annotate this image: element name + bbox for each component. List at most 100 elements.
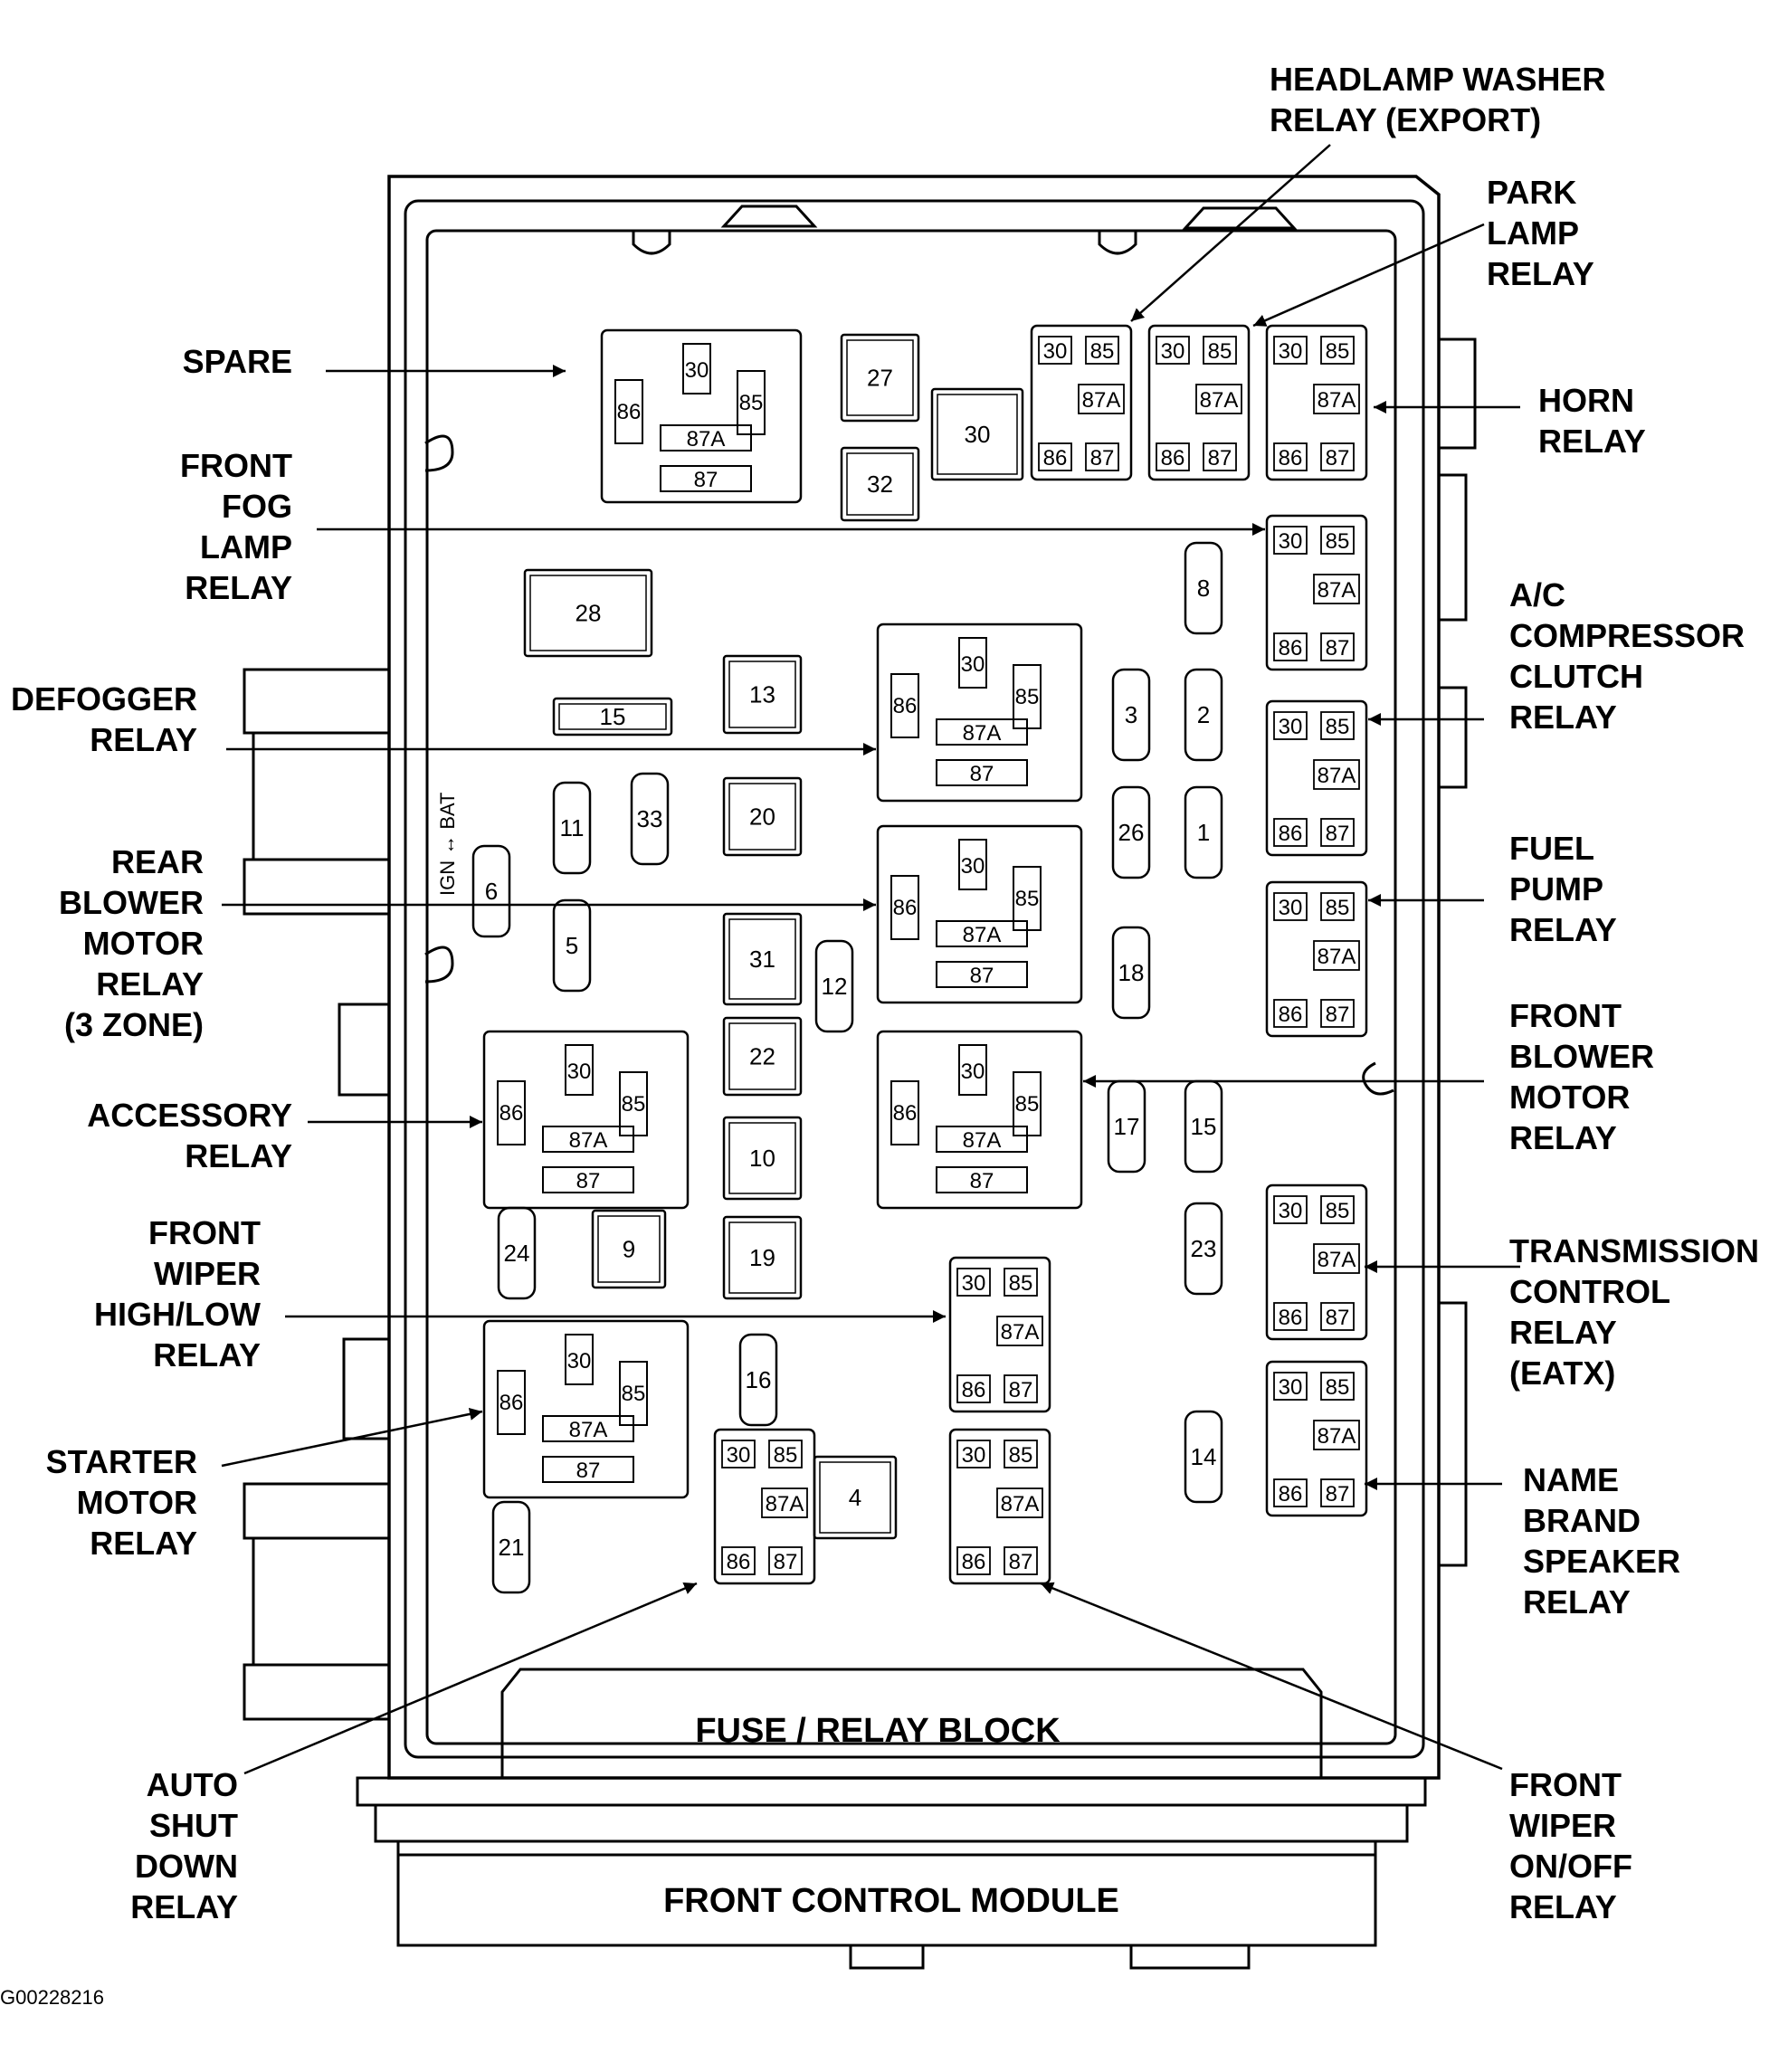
callout-line: (3 ZONE) bbox=[64, 1006, 204, 1043]
fuse: 9 bbox=[591, 1209, 667, 1289]
pin-86: 86 bbox=[1279, 1306, 1303, 1330]
fuse-number: 14 bbox=[1191, 1443, 1217, 1470]
fuse: 30 bbox=[930, 387, 1024, 481]
pin-86: 86 bbox=[1279, 1003, 1303, 1027]
pin-30: 30 bbox=[961, 652, 985, 677]
pin-30: 30 bbox=[1279, 1375, 1303, 1400]
pin-86: 86 bbox=[893, 1101, 918, 1126]
pin-85: 85 bbox=[1015, 1092, 1040, 1117]
pin-86: 86 bbox=[727, 1550, 751, 1574]
pin-87: 87 bbox=[970, 964, 994, 988]
pin-30: 30 bbox=[1279, 896, 1303, 920]
pin-30: 30 bbox=[1279, 1199, 1303, 1223]
fuse: 26 bbox=[1111, 785, 1151, 879]
fuse: 32 bbox=[840, 446, 920, 522]
housing bbox=[243, 175, 1477, 1970]
fuse-number: 9 bbox=[623, 1236, 635, 1263]
leader-headlamp-washer bbox=[1130, 144, 1331, 322]
pin-86: 86 bbox=[499, 1101, 524, 1126]
fuse: 31 bbox=[722, 912, 803, 1006]
pin-30: 30 bbox=[961, 854, 985, 879]
fuse: 22 bbox=[722, 1016, 803, 1097]
pin-30: 30 bbox=[1161, 339, 1185, 364]
callout-line: RELAY bbox=[96, 965, 204, 1003]
fuse: 4 bbox=[813, 1455, 898, 1540]
pin-87: 87 bbox=[1208, 446, 1232, 470]
callout-line: BLOWER bbox=[1509, 1038, 1654, 1075]
fuse-number: 20 bbox=[749, 803, 775, 831]
callout-line: MOTOR bbox=[1509, 1079, 1630, 1116]
fuse: 27 bbox=[840, 333, 920, 423]
fuse: 12 bbox=[814, 939, 854, 1033]
callout-line: REAR bbox=[111, 843, 204, 880]
callout-line: FOG bbox=[222, 488, 292, 525]
pin-85: 85 bbox=[1326, 1199, 1350, 1223]
callout-line: COMPRESSOR bbox=[1509, 617, 1745, 654]
callout-line: FRONT bbox=[148, 1214, 261, 1251]
fuse: 20 bbox=[722, 776, 803, 857]
pin-86: 86 bbox=[1279, 1482, 1303, 1506]
pin-87: 87 bbox=[970, 762, 994, 786]
fuse-number: 10 bbox=[749, 1145, 775, 1172]
pin-86: 86 bbox=[962, 1378, 986, 1402]
fuse-number: 11 bbox=[560, 814, 585, 841]
callout-line: RELAY (EXPORT) bbox=[1270, 101, 1541, 138]
fuse-number: 2 bbox=[1197, 701, 1210, 728]
pin-85: 85 bbox=[1326, 715, 1350, 739]
fuse: 14 bbox=[1184, 1410, 1223, 1504]
callout-line: AUTO bbox=[147, 1766, 238, 1803]
fuse-number: 13 bbox=[749, 681, 775, 708]
callout-line: (EATX) bbox=[1509, 1354, 1615, 1392]
pin-85: 85 bbox=[774, 1443, 798, 1468]
pin-30: 30 bbox=[685, 358, 709, 383]
pin-87: 87 bbox=[1326, 636, 1350, 661]
callout-line: PUMP bbox=[1509, 870, 1603, 908]
pin-87a: 87A bbox=[687, 427, 726, 451]
pin-87a: 87A bbox=[1318, 1424, 1356, 1449]
callout-line: CLUTCH bbox=[1509, 658, 1643, 695]
pin-86: 86 bbox=[617, 400, 642, 424]
callout-line: STARTER bbox=[46, 1443, 197, 1480]
callout-line: RELAY bbox=[90, 721, 197, 758]
pin-87: 87 bbox=[694, 468, 718, 492]
callout-line: WIPER bbox=[154, 1255, 261, 1292]
leader-auto-shutdown bbox=[243, 1582, 698, 1775]
pin-85: 85 bbox=[1326, 339, 1350, 364]
pin-87: 87 bbox=[576, 1459, 601, 1483]
fuse: 17 bbox=[1107, 1079, 1146, 1174]
fuse-number: 16 bbox=[746, 1366, 772, 1393]
pin-86: 86 bbox=[1279, 636, 1303, 661]
fuse-number: 4 bbox=[849, 1484, 861, 1511]
fuse: 28 bbox=[523, 568, 653, 658]
fuse-number: 33 bbox=[637, 805, 663, 832]
callout-line: A/C bbox=[1509, 576, 1565, 613]
pin-86: 86 bbox=[1279, 822, 1303, 846]
callout-line: RELAY bbox=[1509, 1119, 1617, 1156]
pin-87: 87 bbox=[1009, 1550, 1033, 1574]
callout-line: FRONT bbox=[1509, 997, 1622, 1034]
fuse-number: 28 bbox=[576, 600, 602, 627]
pin-85: 85 bbox=[1326, 1375, 1350, 1400]
fuse: 11 bbox=[552, 781, 592, 875]
fuse: 18 bbox=[1111, 926, 1151, 1020]
pin-87: 87 bbox=[1326, 1306, 1350, 1330]
callout-line: RELAY bbox=[1538, 423, 1646, 460]
callout-line: MOTOR bbox=[77, 1484, 197, 1521]
callout-line: RELAY bbox=[90, 1525, 197, 1562]
block-label: FUSE / RELAY BLOCK bbox=[695, 1712, 1061, 1750]
pin-85: 85 bbox=[1015, 685, 1040, 709]
pin-30: 30 bbox=[727, 1443, 751, 1468]
pin-87: 87 bbox=[1009, 1378, 1033, 1402]
callout-line: CONTROL bbox=[1509, 1273, 1670, 1310]
